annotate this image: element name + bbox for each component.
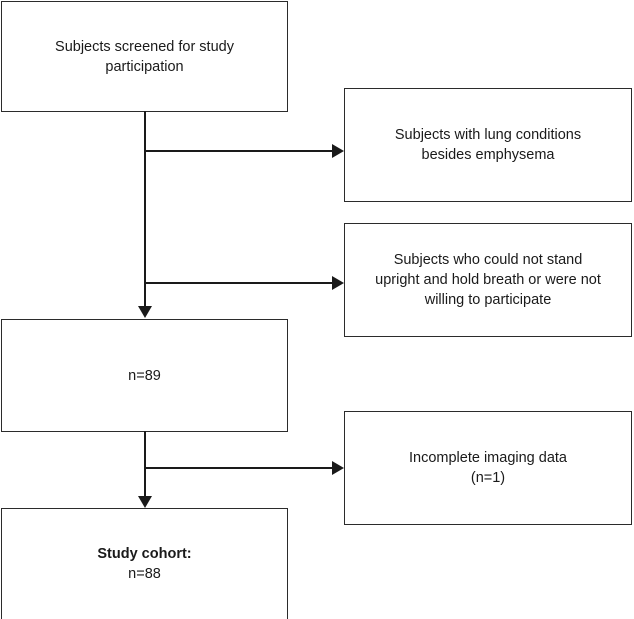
node-eligible-count-text: n=89 bbox=[12, 366, 277, 386]
arrowhead-into-incomplete-imaging bbox=[332, 461, 344, 475]
node-study-cohort-line1: Study cohort: bbox=[97, 546, 192, 562]
node-eligible-count-line1: n=89 bbox=[128, 367, 161, 384]
node-subjects-screened-text: Subjects screened for study participatio… bbox=[12, 37, 277, 77]
node-subjects-screened-line2: participation bbox=[105, 58, 184, 75]
node-study-cohort: Study cohort: n=88 bbox=[1, 508, 288, 619]
arrowhead-into-study-cohort bbox=[138, 496, 152, 508]
connector-stem-eligible-to-cohort bbox=[144, 431, 146, 497]
node-excluded-incomplete-imaging-text: Incomplete imaging data (n=1) bbox=[355, 448, 621, 488]
node-excluded-unable-to-stand-text: Subjects who could not stand upright and… bbox=[355, 250, 621, 310]
node-excluded-unable-to-stand-line1: Subjects who could not stand bbox=[393, 252, 583, 268]
arrowhead-into-eligible-count bbox=[138, 306, 152, 318]
node-excluded-unable-to-stand-line2: upright and hold breath or were not bbox=[375, 272, 601, 288]
node-excluded-unable-to-stand: Subjects who could not stand upright and… bbox=[344, 223, 632, 337]
node-excluded-lung-conditions-line2: besides emphysema bbox=[421, 147, 555, 163]
node-excluded-incomplete-imaging-line1: Incomplete imaging data bbox=[409, 450, 567, 466]
node-excluded-lung-conditions-text: Subjects with lung conditions besides em… bbox=[355, 125, 621, 165]
node-excluded-unable-to-stand-line3: willing to participate bbox=[424, 292, 552, 308]
node-subjects-screened-line1: Subjects screened for study bbox=[55, 38, 234, 55]
node-excluded-lung-conditions-line1: Subjects with lung conditions bbox=[394, 127, 582, 143]
connector-trunk-screened-to-eligible bbox=[144, 111, 146, 307]
arrowhead-into-unable-to-stand bbox=[332, 276, 344, 290]
node-eligible-count: n=89 bbox=[1, 319, 288, 432]
connector-branch-to-lung-conditions bbox=[145, 150, 333, 152]
connector-branch-to-unable-to-stand bbox=[145, 282, 333, 284]
node-excluded-lung-conditions: Subjects with lung conditions besides em… bbox=[344, 88, 632, 202]
node-excluded-incomplete-imaging: Incomplete imaging data (n=1) bbox=[344, 411, 632, 525]
connector-branch-to-incomplete-imaging bbox=[145, 467, 333, 469]
node-subjects-screened: Subjects screened for study participatio… bbox=[1, 1, 288, 112]
node-excluded-incomplete-imaging-line2: (n=1) bbox=[470, 470, 506, 486]
arrowhead-into-lung-conditions bbox=[332, 144, 344, 158]
node-study-cohort-text: Study cohort: n=88 bbox=[12, 544, 277, 584]
node-study-cohort-line2: n=88 bbox=[128, 566, 161, 582]
